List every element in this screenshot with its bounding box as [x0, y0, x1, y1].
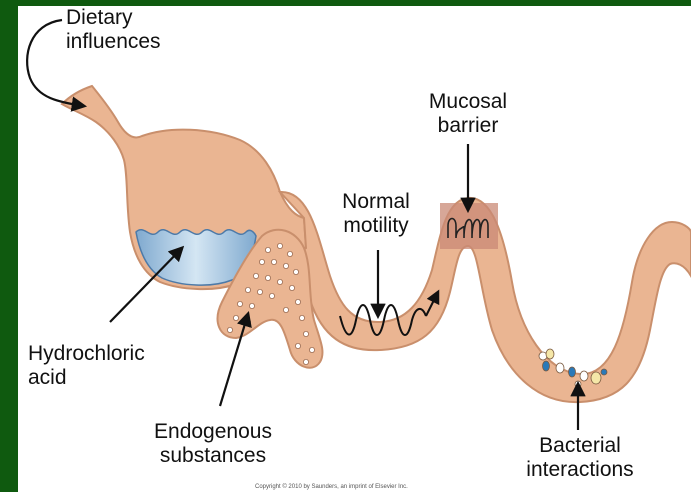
label-hcl-line1: Hydrochloric [28, 342, 145, 366]
label-endogenous-line2: substances [138, 444, 288, 468]
label-motility-line2: motility [326, 214, 426, 238]
label-dietary-line2: influences [66, 30, 161, 54]
label-mucosal-line1: Mucosal [418, 90, 518, 114]
label-motility-line1: Normal [326, 190, 426, 214]
label-dietary-influences: Dietary influences [66, 6, 161, 54]
label-normal-motility: Normal motility [326, 190, 426, 238]
label-bacterial-interactions: Bacterial interactions [520, 434, 640, 482]
label-bacterial-line1: Bacterial [520, 434, 640, 458]
label-bacterial-line2: interactions [520, 458, 640, 482]
label-endogenous-substances: Endogenous substances [138, 420, 288, 468]
label-hcl-line2: acid [28, 366, 145, 390]
copyright-notice: Copyright © 2010 by Saunders, an imprint… [255, 484, 408, 490]
label-mucosal-line2: barrier [418, 114, 518, 138]
label-endogenous-line1: Endogenous [138, 420, 288, 444]
label-dietary-line1: Dietary [66, 6, 161, 30]
label-mucosal-barrier: Mucosal barrier [418, 90, 518, 138]
label-hydrochloric-acid: Hydrochloric acid [28, 342, 145, 390]
